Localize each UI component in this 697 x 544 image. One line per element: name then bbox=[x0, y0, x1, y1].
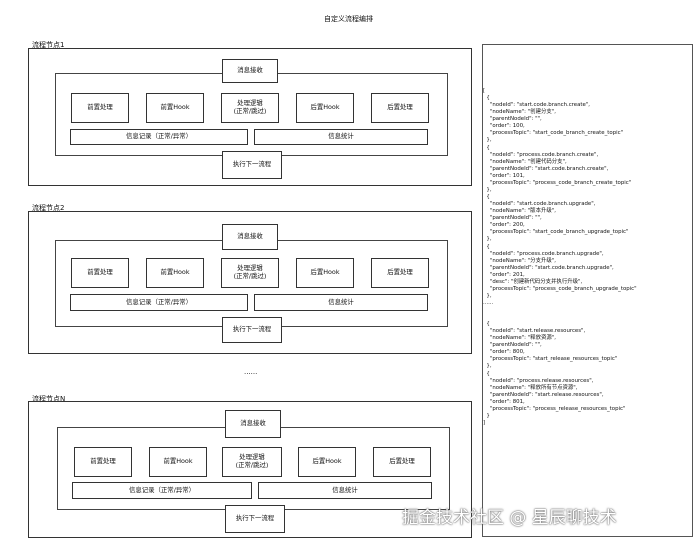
code-line: "nodeName": "创建代码分支", bbox=[483, 158, 567, 165]
node2-step-post-hook: 后置Hook bbox=[296, 258, 354, 288]
config-code-panel: [ { "nodeId": "start.code.branch.create"… bbox=[482, 44, 693, 537]
code-line: "processTopic": "start_release_resources… bbox=[483, 356, 618, 362]
noden-receive-box: 消息接收 bbox=[225, 410, 281, 438]
code-line: "nodeName": "版本升级", bbox=[483, 208, 556, 214]
node-frame-1 bbox=[28, 48, 472, 186]
node-label-1: 流程节点1 bbox=[32, 41, 65, 49]
node1-step-post-hook: 后置Hook bbox=[296, 93, 354, 123]
node2-receive-box: 消息接收 bbox=[222, 224, 278, 250]
node2-step-pre-process: 前置处理 bbox=[71, 258, 129, 288]
noden-step-logic: 处理逻辑 (正常/跳过) bbox=[222, 447, 282, 477]
code-line: "order": 800, bbox=[483, 349, 525, 355]
node1-record-box: 信息记录（正常/异常） bbox=[70, 129, 248, 145]
code-line: { bbox=[483, 243, 490, 250]
code-line: }, bbox=[483, 236, 492, 242]
code-line: "order": 200, bbox=[483, 222, 525, 228]
code-line: "processTopic": "process_code_branch_upg… bbox=[483, 285, 637, 292]
code-line: "order": 201, bbox=[483, 271, 525, 278]
node1-step-post-process: 后置处理 bbox=[371, 93, 429, 123]
node2-step-logic: 处理逻辑 (正常/跳过) bbox=[221, 258, 279, 288]
code-line: "nodeName": "释放资源", bbox=[483, 335, 556, 341]
code-line: "nodeId": "start.code.branch.create", bbox=[483, 102, 591, 108]
code-line: { bbox=[483, 95, 490, 101]
code-line: } bbox=[483, 412, 490, 419]
code-line: { bbox=[483, 194, 490, 200]
code-line: "nodeId": "start.release.resources", bbox=[483, 328, 586, 334]
noden-step-pre-process: 前置处理 bbox=[74, 447, 132, 477]
node1-step-pre-process: 前置处理 bbox=[71, 93, 129, 123]
code-line: }, bbox=[483, 292, 492, 299]
noden-record-box: 信息记录（正常/异常） bbox=[72, 482, 252, 499]
node1-stats-box: 信息统计 bbox=[254, 129, 428, 145]
noden-step-pre-hook: 前置Hook bbox=[149, 447, 207, 477]
code-line: "nodeName": "创建分支", bbox=[483, 109, 556, 115]
code-line: { bbox=[483, 321, 490, 327]
code-line: "order": 100, bbox=[483, 123, 525, 129]
node1-step-logic: 处理逻辑 (正常/跳过) bbox=[221, 93, 279, 123]
diagram-title: 自定义流程编排 bbox=[324, 15, 373, 23]
code-line: "parentNodeId": "start.code.branch.creat… bbox=[483, 165, 609, 172]
node1-receive-box: 消息接收 bbox=[222, 59, 278, 83]
watermark-text: 掘金技术社区 @ 星辰聊技术 bbox=[402, 508, 617, 528]
noden-next-box: 执行下一流程 bbox=[225, 505, 285, 533]
node2-next-box: 执行下一流程 bbox=[222, 317, 282, 343]
node1-step-pre-hook: 前置Hook bbox=[146, 93, 204, 123]
code-line: "nodeId": "process.code.branch.upgrade", bbox=[483, 250, 604, 257]
code-line: "parentNodeId": "", bbox=[483, 116, 542, 122]
code-line: { bbox=[483, 370, 490, 377]
code-line: "parentNodeId": "", bbox=[483, 215, 542, 221]
code-line: "parentNodeId": "start.code.branch.upgra… bbox=[483, 264, 614, 271]
noden-step-post-process: 后置处理 bbox=[373, 447, 431, 477]
code-line: "nodeName": "分支升级", bbox=[483, 257, 556, 264]
node2-step-pre-hook: 前置Hook bbox=[146, 258, 204, 288]
code-line: "processTopic": "process_code_branch_cre… bbox=[483, 179, 632, 186]
code-line: "nodeId": "process.code.branch.create", bbox=[483, 151, 599, 158]
node-label-2: 流程节点2 bbox=[32, 204, 65, 212]
node2-stats-box: 信息统计 bbox=[254, 294, 428, 311]
diagram-ellipsis: ...... bbox=[244, 368, 258, 376]
code-line: "nodeName": "释放所有节点资源", bbox=[483, 384, 578, 391]
noden-step-post-hook: 后置Hook bbox=[298, 447, 356, 477]
node-frame-n bbox=[28, 401, 472, 538]
code-line: ...... bbox=[483, 300, 494, 306]
noden-stats-box: 信息统计 bbox=[258, 482, 432, 499]
code-line: "order": 101, bbox=[483, 172, 525, 179]
code-line: "nodeId": "process.release.resources", bbox=[483, 377, 594, 384]
code-line: "processTopic": "start_code_branch_creat… bbox=[483, 130, 624, 136]
code-line: "parentNodeId": "", bbox=[483, 342, 542, 348]
code-line: }, bbox=[483, 363, 492, 369]
node-label-n: 流程节点N bbox=[32, 395, 66, 403]
code-line: [ bbox=[483, 88, 486, 94]
code-line: "desc": "创建新代码分支并执行升级", bbox=[483, 278, 583, 285]
code-line: "order": 801, bbox=[483, 398, 525, 405]
code-line: "processTopic": "process_release_resourc… bbox=[483, 405, 626, 412]
code-line: "processTopic": "start_code_branch_upgra… bbox=[483, 229, 629, 235]
code-line: "nodeId": "start.code.branch.upgrade", bbox=[483, 201, 596, 207]
node-frame-2 bbox=[28, 211, 472, 354]
node2-record-box: 信息记录（正常/异常） bbox=[70, 294, 248, 311]
code-line: ] bbox=[483, 419, 486, 426]
code-line: }, bbox=[483, 137, 492, 143]
code-line: "parentNodeId": "start.release.resources… bbox=[483, 391, 604, 398]
node2-step-post-process: 后置处理 bbox=[371, 258, 429, 288]
code-line: { bbox=[483, 144, 490, 151]
code-line: }, bbox=[483, 186, 492, 193]
node1-next-box: 执行下一流程 bbox=[222, 151, 282, 179]
